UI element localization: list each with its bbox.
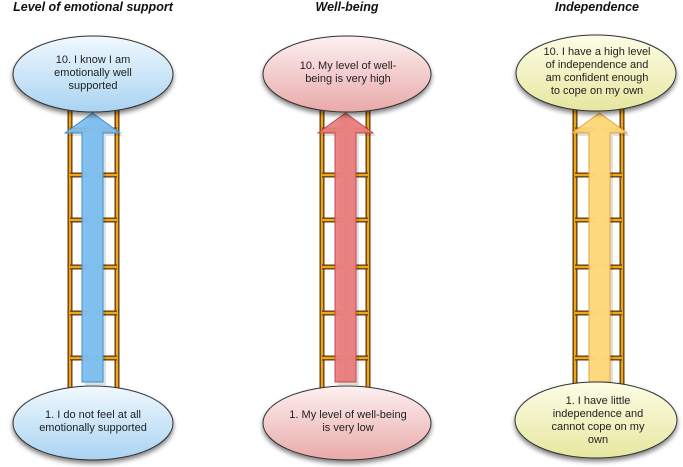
ladder-emotional-support — [12, 35, 174, 461]
up-arrow-icon — [63, 112, 122, 383]
bottom-bubble-text-emotional-support: 1. I do not feel at all emotionally supp… — [39, 409, 147, 434]
ladder-title-independence: Independence — [554, 0, 640, 14]
ladder-independence — [514, 34, 678, 459]
ladder-title-emotional-support: Level of emotional support — [13, 0, 173, 14]
ladder-title-well-being: Well-being — [315, 0, 379, 14]
bottom-bubble-text-independence: 1. I have little independence and cannot… — [551, 395, 645, 446]
top-bubble-well-being — [262, 35, 432, 113]
top-bubble-independence — [515, 34, 677, 112]
top-bubble-text-emotional-support: 10. I know I am emotionally well support… — [54, 53, 132, 92]
bottom-bubble-emotional-support — [12, 385, 174, 461]
bottom-bubble-independence — [514, 381, 678, 459]
top-bubble-text-independence: 10. I have a high level of independence … — [543, 46, 651, 97]
top-bubble-text-well-being: 10. My level of well-being is very high — [299, 60, 397, 85]
ladder-well-being — [262, 35, 432, 461]
up-arrow-icon — [570, 112, 629, 383]
bottom-bubble-text-well-being: 1. My level of well-being is very low — [289, 409, 407, 434]
up-arrow-icon — [316, 112, 375, 383]
top-bubble-emotional-support — [12, 35, 174, 113]
bottom-bubble-well-being — [262, 385, 432, 461]
